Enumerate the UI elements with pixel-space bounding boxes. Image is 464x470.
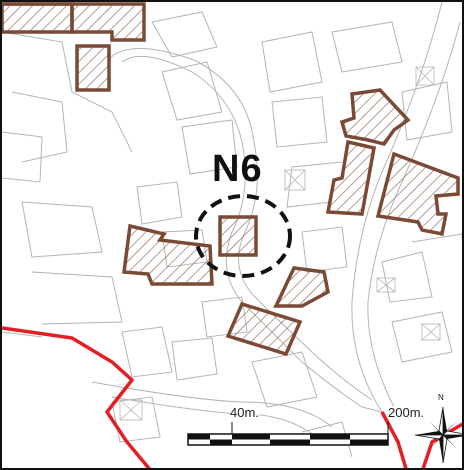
- building-right-mid: [325, 139, 377, 216]
- scale-bar: [187, 422, 389, 446]
- building-n6: [218, 215, 258, 257]
- highlight-circle: [194, 194, 292, 278]
- scale-label-max: 200m.: [388, 405, 425, 420]
- building-top-left-2: [2, 2, 74, 34]
- zone-label: N6: [212, 148, 263, 190]
- building-lower: [225, 301, 303, 357]
- north-label: N: [438, 393, 444, 402]
- building-right-block: [375, 151, 460, 237]
- base-map-lines: [2, 2, 462, 458]
- north-arrow-icon: [414, 406, 462, 464]
- building-left-large: [122, 223, 214, 286]
- boundary-lines: [2, 326, 462, 468]
- building-small-left: [75, 44, 111, 92]
- building-diamond: [273, 266, 330, 308]
- building-right-tall: [339, 88, 411, 146]
- crossed-boxes: [119, 66, 441, 421]
- protected-buildings: [2, 2, 460, 357]
- scale-label-min: 40m.: [230, 405, 259, 420]
